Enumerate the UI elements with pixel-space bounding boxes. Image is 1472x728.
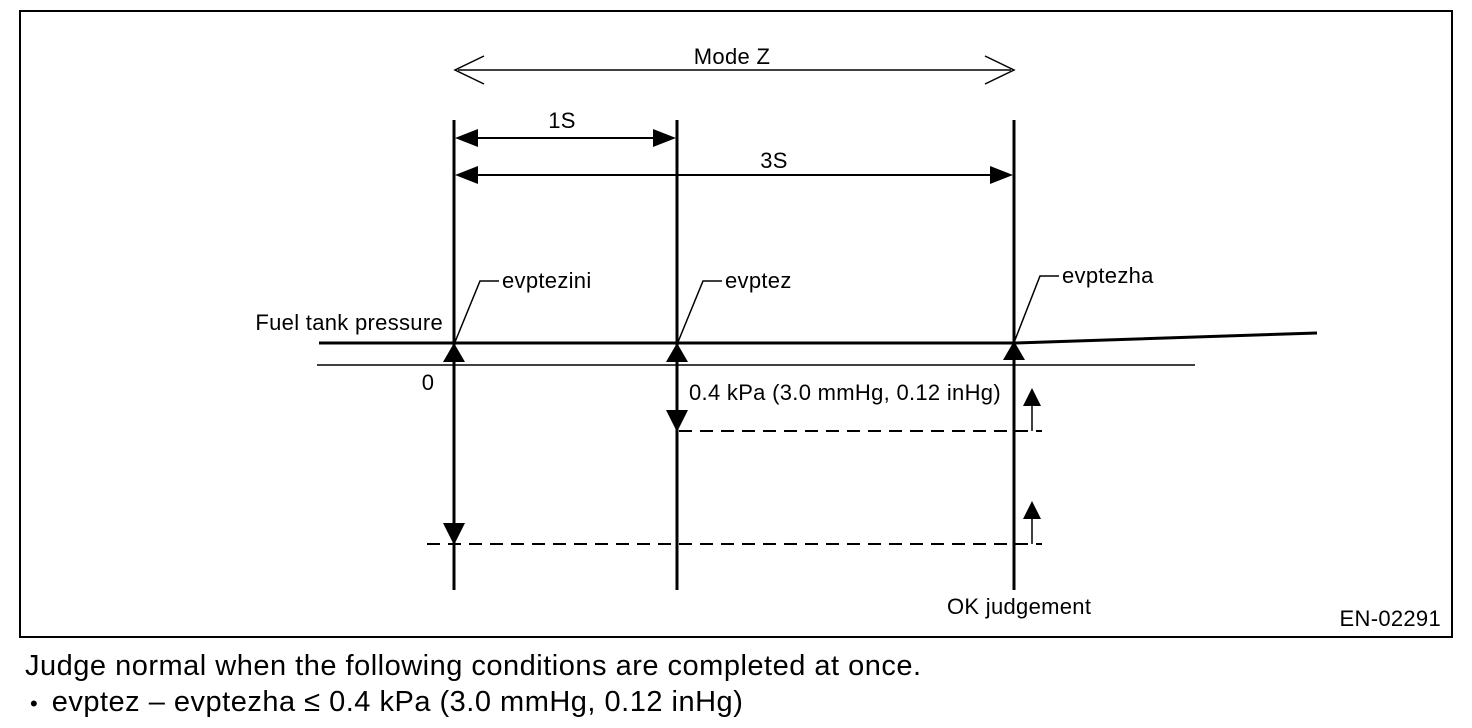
marker-label-evptezha: evptezha [1062, 263, 1154, 288]
sample-marker-end [1003, 341, 1025, 360]
span-3s-arrowhead-right [990, 166, 1013, 184]
marker-label-evptezini: evptezini [502, 268, 592, 293]
span-1s-arrowhead-right [653, 129, 676, 147]
bullet-icon: • [30, 691, 38, 716]
judgement-up-arrowhead [1023, 501, 1041, 519]
sample-marker-mid [666, 343, 688, 362]
zero-label: 0 [421, 370, 435, 395]
diagram-frame: Mode Z 1S 3S Fuel tank pressure evptezin… [19, 10, 1453, 638]
mode-z-arrowhead-right [984, 55, 1016, 85]
leader-evptezha [1014, 275, 1059, 341]
caption-block: Judge normal when the following conditio… [0, 650, 1472, 719]
span-3s-arrowhead-left [455, 166, 478, 184]
span-3s-label: 3S [760, 148, 788, 173]
caption-condition: evptez – evptezha ≤ 0.4 kPa (3.0 mmHg, 0… [51, 686, 744, 718]
mode-z-label: Mode Z [693, 44, 771, 69]
span-1s-arrowhead-left [455, 129, 478, 147]
diagram-linework [317, 55, 1318, 590]
span-1s-label: 1S [548, 108, 576, 133]
marker-label-evptez: evptez [725, 268, 792, 293]
threshold-label: 0.4 kPa (3.0 mmHg, 0.12 inHg) [689, 380, 1001, 405]
leader-evptez [677, 280, 722, 343]
figure-id-label: EN-02291 [1339, 606, 1441, 631]
sample-marker-start [443, 343, 465, 362]
pressure-trace [319, 331, 1318, 345]
axis-label: Fuel tank pressure [255, 310, 443, 335]
caption-line: Judge normal when the following conditio… [25, 650, 922, 682]
judgement-down-arrow [443, 523, 465, 545]
threshold-down-arrow [666, 410, 688, 432]
mode-z-arrowhead-left [453, 55, 485, 85]
caption-bullet-row: • evptez – evptezha ≤ 0.4 kPa (3.0 mmHg,… [30, 686, 1472, 719]
leader-evptezini [454, 280, 499, 343]
threshold-up-arrowhead [1023, 388, 1041, 406]
ok-judgement-label: OK judgement [947, 594, 1092, 619]
